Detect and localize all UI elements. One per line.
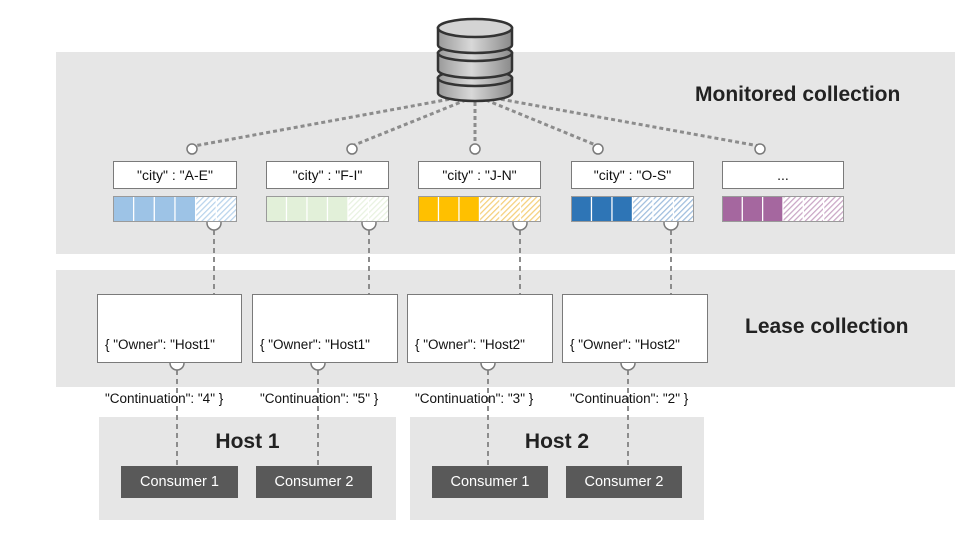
filled-cell — [306, 195, 329, 223]
partition-strip — [112, 195, 238, 223]
partition-strip — [417, 195, 542, 223]
filled-cell — [326, 195, 349, 223]
filled-cell — [285, 195, 308, 223]
lease-owner: { "Owner": "Host1" — [260, 337, 370, 352]
filled-cell — [133, 195, 155, 223]
lease-collection-title: Lease collection — [745, 315, 909, 338]
partition-border — [113, 196, 237, 222]
lease-owner: { "Owner": "Host2" — [570, 337, 680, 352]
partition-cells — [721, 195, 845, 223]
filled-cell — [590, 195, 613, 223]
host-title: Host 1 — [215, 430, 280, 453]
monitored-collection-title: Monitored collection — [695, 83, 901, 106]
lease-document: { "Owner": "Host1" "Continuation": "4" } — [97, 294, 242, 406]
partition-strip — [570, 195, 695, 223]
pending-cell — [631, 195, 654, 223]
consumer-box: Consumer 1 — [432, 466, 548, 498]
partition-label: "city" : "J-N" — [418, 161, 541, 189]
filled-cell — [458, 195, 481, 223]
partition-border — [571, 196, 694, 222]
partition-label: "city" : "O-S" — [571, 161, 694, 189]
lease-owner: { "Owner": "Host2" — [415, 337, 525, 352]
pending-cell — [802, 195, 825, 223]
lease-owner: { "Owner": "Host1" — [105, 337, 215, 352]
partition-border — [722, 196, 844, 222]
filled-cell — [741, 195, 764, 223]
consumer-box: Consumer 2 — [566, 466, 682, 498]
pending-cell — [652, 195, 675, 223]
filled-cell — [417, 195, 440, 223]
partition-cells — [112, 195, 238, 223]
lease-document: { "Owner": "Host1" "Continuation": "5" } — [252, 294, 398, 406]
filled-cell — [153, 195, 176, 223]
partition-strip — [265, 195, 390, 223]
consumer-box: Consumer 2 — [256, 466, 372, 498]
pending-cell — [823, 195, 845, 223]
lease-continuation: "Continuation": "4" } — [105, 391, 224, 406]
pending-cell — [347, 195, 370, 223]
partition-cells — [570, 195, 695, 223]
partition-border — [266, 196, 389, 222]
filled-cell — [611, 195, 634, 223]
partition-strip — [721, 195, 845, 223]
partition-cells — [417, 195, 542, 223]
lease-continuation: "Continuation": "3" } — [415, 391, 534, 406]
lease-continuation: "Continuation": "2" } — [570, 391, 689, 406]
partition-border — [418, 196, 541, 222]
filled-cell — [174, 195, 197, 223]
host-title: Host 2 — [524, 430, 590, 453]
pending-cell — [499, 195, 522, 223]
filled-cell — [112, 195, 135, 223]
partition-cells — [265, 195, 390, 223]
pending-cell — [367, 195, 390, 223]
partition-label: ... — [722, 161, 844, 189]
filled-cell — [265, 195, 288, 223]
pending-cell — [672, 195, 695, 223]
pending-cell — [782, 195, 804, 223]
partition-label: "city" : "F-I" — [266, 161, 389, 189]
pending-cell — [215, 195, 238, 223]
partition-label: "city" : "A-E" — [113, 161, 237, 189]
pending-cell — [195, 195, 217, 223]
lease-continuation: "Continuation": "5" } — [260, 391, 379, 406]
filled-cell — [721, 195, 743, 223]
filled-cell — [437, 195, 460, 223]
consumer-box: Consumer 1 — [121, 466, 238, 498]
filled-cell — [762, 195, 784, 223]
lease-document: { "Owner": "Host2" "Continuation": "3" } — [407, 294, 553, 406]
lease-document: { "Owner": "Host2" "Continuation": "2" } — [562, 294, 708, 406]
pending-cell — [519, 195, 542, 223]
pending-cell — [478, 195, 501, 223]
filled-cell — [570, 195, 593, 223]
